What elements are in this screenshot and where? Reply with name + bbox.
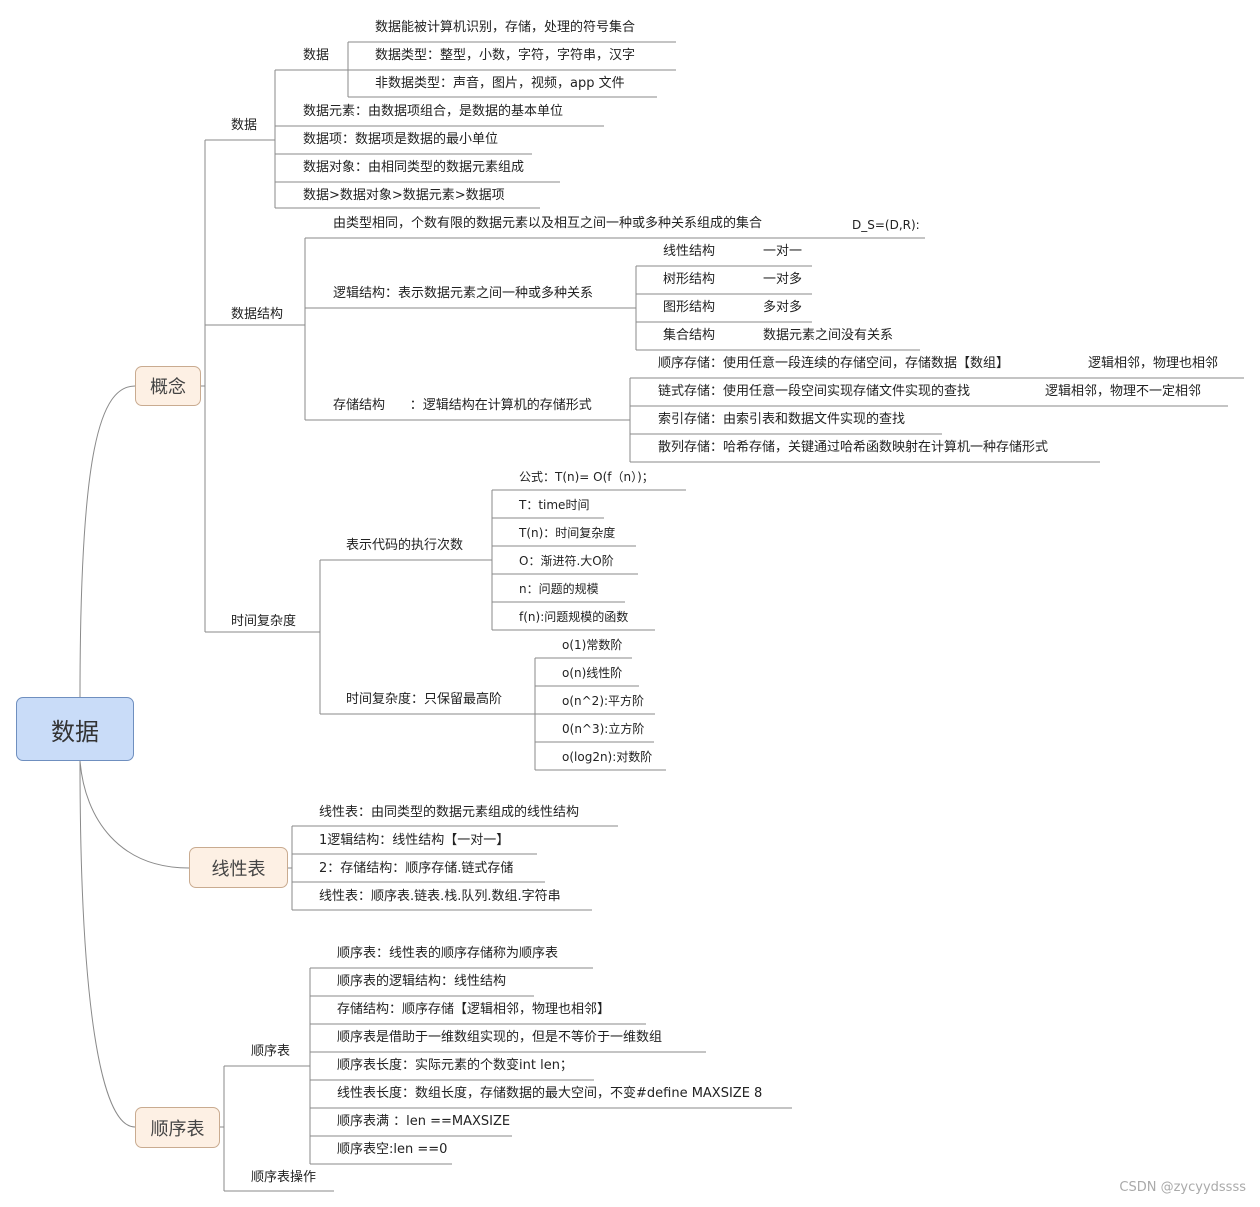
leaf-seq-length[interactable]: 顺序表长度：实际元素的个数变int len； bbox=[337, 1058, 573, 1073]
leaf-data-types[interactable]: 数据类型：整型，小数，字符，字符串，汉字 bbox=[375, 48, 636, 63]
leaf-logical-tree[interactable]: 树形结构 bbox=[663, 272, 716, 287]
leaf-logical-set[interactable]: 集合结构 bbox=[663, 328, 716, 343]
branch-logical-structure[interactable]: 逻辑结构：表示数据元素之间一种或多种关系 bbox=[333, 286, 594, 301]
branch-exec-count[interactable]: 表示代码的执行次数 bbox=[346, 538, 464, 553]
leaf-seq-def[interactable]: 顺序表：线性表的顺序存储称为顺序表 bbox=[337, 946, 559, 961]
leaf-ologn[interactable]: o(log2n):对数阶 bbox=[562, 750, 653, 764]
leaf-tn-complexity[interactable]: T(n)：时间复杂度 bbox=[519, 526, 616, 540]
leaf-logical-set-rel: 数据元素之间没有关系 bbox=[763, 328, 894, 343]
leaf-seq-capacity[interactable]: 线性表长度：数组长度，存储数据的最大空间，不变#define MAXSIZE 8 bbox=[337, 1086, 763, 1101]
connector-linear-items bbox=[292, 825, 618, 911]
connector-seq-hub bbox=[220, 1066, 225, 1191]
leaf-storage-sequential[interactable]: 顺序存储：使用任意一段连续的存储空间，存储数据【数组】 bbox=[658, 356, 1010, 371]
connector-highest-items bbox=[535, 657, 666, 771]
connector-seq-table-items bbox=[310, 967, 792, 1165]
leaf-linear-kinds[interactable]: 线性表：顺序表.链表.栈.队列.数组.字符串 bbox=[319, 889, 561, 904]
leaf-logical-graph[interactable]: 图形结构 bbox=[663, 300, 716, 315]
leaf-fn-function[interactable]: f(n):问题规模的函数 bbox=[519, 610, 629, 624]
root-node[interactable]: 数据 bbox=[16, 697, 134, 761]
leaf-linear-storage[interactable]: 2：存储结构：顺序存储.链式存储 bbox=[319, 861, 514, 876]
branch-seq-table[interactable]: 顺序表 bbox=[251, 1044, 291, 1059]
leaf-t-time[interactable]: T：time时间 bbox=[519, 498, 590, 512]
connector-root-concept bbox=[79, 385, 136, 698]
branch-data[interactable]: 数据 bbox=[231, 118, 258, 133]
leaf-storage-linked[interactable]: 链式存储：使用任意一段空间实现存储文件实现的查找 bbox=[658, 384, 971, 399]
connector-data-sub-items bbox=[348, 41, 676, 98]
connector-linear-hub bbox=[288, 826, 293, 910]
leaf-big-o[interactable]: O：渐进符.大O阶 bbox=[519, 554, 614, 568]
leaf-logical-graph-rel: 多对多 bbox=[763, 300, 803, 315]
leaf-storage-hash[interactable]: 散列存储：哈希存储，关键通过哈希函数映射在计算机一种存储形式 bbox=[658, 440, 1049, 455]
leaf-logical-tree-rel: 一对多 bbox=[763, 272, 803, 287]
branch-seq-operations[interactable]: 顺序表操作 bbox=[251, 1170, 317, 1185]
branch-highest-order[interactable]: 时间复杂度：只保留最高阶 bbox=[346, 692, 503, 707]
connector-root-sequential bbox=[79, 760, 136, 1128]
connector-root-linear bbox=[79, 760, 190, 869]
leaf-storage-sequential-note: 逻辑相邻，物理也相邻 bbox=[1088, 356, 1219, 371]
leaf-linear-def[interactable]: 线性表：由同类型的数据元素组成的线性结构 bbox=[319, 805, 580, 820]
connector-storage-items bbox=[630, 377, 1244, 463]
connector-exec-items bbox=[492, 489, 686, 631]
leaf-seq-full[interactable]: 顺序表满 ：len ==MAXSIZE bbox=[337, 1114, 511, 1129]
leaf-data-def[interactable]: 数据能被计算机识别，存储，处理的符号集合 bbox=[375, 20, 636, 35]
connector-concept-branches bbox=[205, 139, 320, 633]
connector-data-items bbox=[275, 69, 604, 209]
main-node-linear[interactable]: 线性表 bbox=[189, 847, 288, 888]
connector-structure-items bbox=[305, 237, 925, 421]
leaf-data-object[interactable]: 数据对象：由相同类型的数据元素组成 bbox=[303, 160, 525, 175]
leaf-seq-logical[interactable]: 顺序表的逻辑结构：线性结构 bbox=[337, 974, 507, 989]
leaf-on3[interactable]: 0(n^3):立方阶 bbox=[562, 722, 645, 736]
leaf-o1[interactable]: o(1)常数阶 bbox=[562, 638, 623, 652]
leaf-non-data-types[interactable]: 非数据类型：声音，图片，视频，app 文件 bbox=[375, 76, 625, 91]
branch-time-complexity[interactable]: 时间复杂度 bbox=[231, 614, 297, 629]
leaf-seq-empty[interactable]: 顺序表空:len ==0 bbox=[337, 1142, 448, 1157]
leaf-seq-storage[interactable]: 存储结构：顺序存储【逻辑相邻，物理也相邻】 bbox=[337, 1002, 611, 1017]
leaf-logical-linear[interactable]: 线性结构 bbox=[663, 244, 716, 259]
leaf-structure-definition[interactable]: 由类型相同，个数有限的数据元素以及相互之间一种或多种关系组成的集合 bbox=[333, 216, 763, 231]
branch-data-sub[interactable]: 数据 bbox=[303, 48, 330, 63]
leaf-linear-logical[interactable]: 1逻辑结构：线性结构【一对一】 bbox=[319, 833, 510, 848]
connector-seq-branches bbox=[224, 1065, 334, 1192]
main-node-concept[interactable]: 概念 bbox=[135, 366, 201, 406]
connector-concept-hub bbox=[201, 140, 206, 632]
leaf-storage-linked-note: 逻辑相邻，物理不一定相邻 bbox=[1045, 384, 1202, 399]
main-node-sequential[interactable]: 顺序表 bbox=[135, 1107, 220, 1148]
leaf-data-element[interactable]: 数据元素：由数据项组合，是数据的基本单位 bbox=[303, 104, 564, 119]
leaf-structure-formula[interactable]: D_S=(D,R): bbox=[852, 218, 920, 232]
leaf-on[interactable]: o(n)线性阶 bbox=[562, 666, 623, 680]
leaf-on2[interactable]: o(n^2):平方阶 bbox=[562, 694, 645, 708]
connector-logical-items bbox=[636, 265, 920, 351]
leaf-formula[interactable]: 公式：T(n)= O(f（n）)； bbox=[519, 470, 654, 484]
leaf-seq-array[interactable]: 顺序表是借助于一维数组实现的，但是不等价于一维数组 bbox=[337, 1030, 663, 1045]
leaf-logical-linear-rel: 一对一 bbox=[763, 244, 803, 259]
branch-storage-structure[interactable]: 存储结构 ：逻辑结构在计算机的存储形式 bbox=[333, 398, 592, 413]
leaf-problem-size[interactable]: n：问题的规模 bbox=[519, 582, 599, 596]
leaf-data-item[interactable]: 数据项：数据项是数据的最小单位 bbox=[303, 132, 499, 147]
leaf-storage-index[interactable]: 索引存储：由索引表和数据文件实现的查找 bbox=[658, 412, 906, 427]
connector-complexity-items bbox=[320, 559, 535, 715]
branch-data-structure[interactable]: 数据结构 bbox=[231, 307, 284, 322]
leaf-data-order[interactable]: 数据>数据对象>数据元素>数据项 bbox=[303, 188, 505, 203]
watermark-text: CSDN @zycyydssss bbox=[1119, 1180, 1246, 1195]
